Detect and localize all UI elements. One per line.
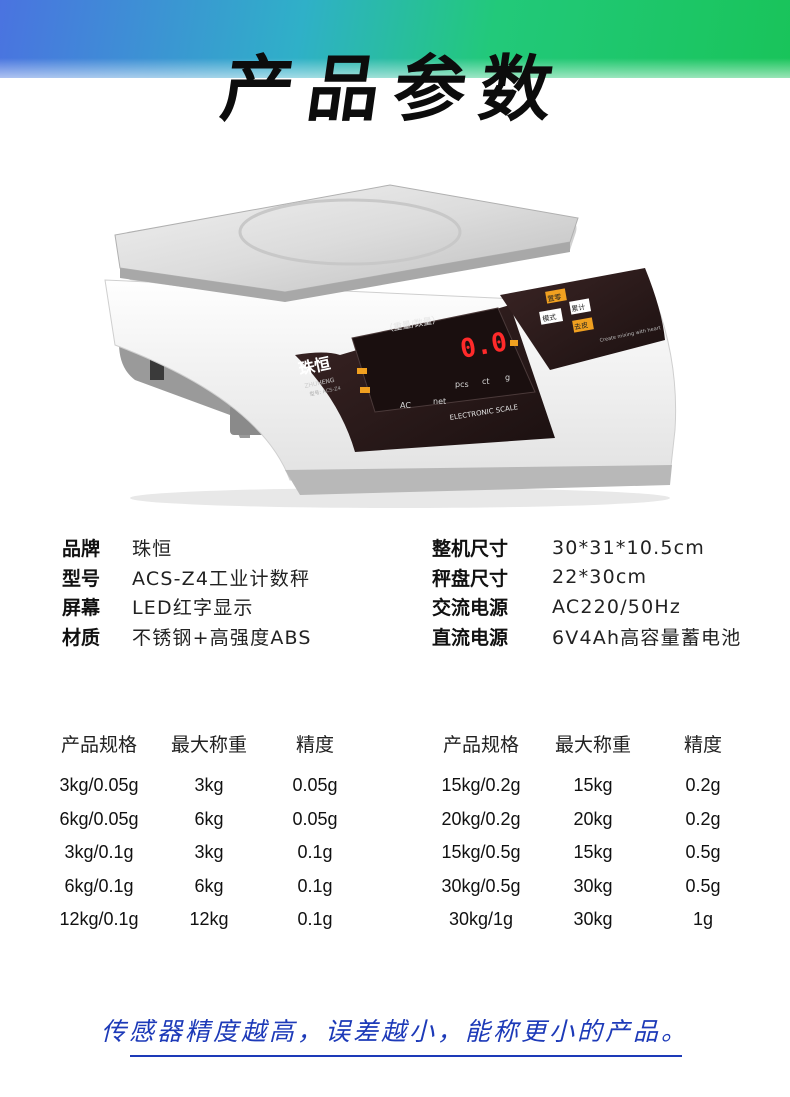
spec-row: 整机尺寸 30*31*10.5cm: [432, 533, 741, 563]
spec-column-right: 整机尺寸 30*31*10.5cm 秤盘尺寸 22*30cm 交流电源 AC22…: [432, 533, 741, 651]
table-row: 15kg/0.5g 15kg 0.5g: [425, 836, 757, 870]
cell-spec: 30kg/0.5g: [441, 875, 521, 896]
table-row: 30kg/0.5g 30kg 0.5g: [425, 870, 757, 904]
spec-row: 型号 ACS-Z4工业计数秤: [62, 563, 312, 593]
spec-value: AC220/50Hz: [552, 595, 682, 618]
spec-value: 6V4Ah高容量蓄电池: [552, 626, 742, 649]
spec-row: 秤盘尺寸 22*30cm: [432, 563, 741, 593]
cell-spec: 30kg/1g: [448, 909, 514, 930]
page-title: 产品参数: [216, 46, 573, 131]
table-row: 20kg/0.2g 20kg 0.2g: [425, 803, 757, 837]
cell-spec: 15kg/0.5g: [441, 842, 521, 863]
table-row: 6kg/0.05g 6kg 0.05g: [45, 803, 365, 837]
indicator-net: net: [433, 397, 446, 406]
spec-key: 品牌: [62, 538, 101, 561]
spec-value: 30*31*10.5cm: [552, 536, 706, 559]
spec-key: 交流电源: [432, 597, 509, 620]
cell-spec: 6kg/0.1g: [64, 875, 134, 896]
table-header: 产品规格 最大称重 精度: [425, 725, 757, 761]
cell-max-weight: 3kg: [194, 842, 224, 863]
header-max-weight: 最大称重: [170, 733, 247, 756]
cell-spec: 20kg/0.2g: [441, 808, 521, 829]
cell-max-weight: 6kg: [194, 808, 224, 829]
spec-key: 整机尺寸: [432, 538, 509, 561]
product-illustration: 0.0 AC net pcs ct g （重量/数量） ELECTRONIC S…: [100, 180, 680, 510]
key-zero: 置零: [547, 293, 562, 303]
slogan-underline: [130, 1055, 682, 1057]
indicator-ct: ct: [482, 377, 490, 386]
header-spec: 产品规格: [442, 733, 519, 756]
table-row: 3kg/0.1g 3kg 0.1g: [45, 836, 365, 870]
cell-spec: 15kg/0.2g: [441, 775, 521, 796]
cell-spec: 12kg/0.1g: [59, 909, 139, 930]
spec-key: 秤盘尺寸: [432, 567, 509, 590]
model-table-left: 产品规格 最大称重 精度 3kg/0.05g 3kg 0.05g 6kg/0.0…: [45, 725, 365, 937]
cell-max-weight: 12kg: [189, 909, 229, 930]
table-header: 产品规格 最大称重 精度: [45, 725, 365, 761]
spec-value: LED红字显示: [132, 597, 254, 620]
spec-key: 型号: [62, 567, 101, 590]
cell-precision: 0.2g: [685, 775, 721, 796]
cell-max-weight: 6kg: [194, 875, 224, 896]
spec-value: 不锈钢+高强度ABS: [132, 626, 312, 649]
table-row: 3kg/0.05g 3kg 0.05g: [45, 769, 365, 803]
table-row: 30kg/1g 30kg 1g: [425, 903, 757, 937]
spec-list: 品牌 珠恒 型号 ACS-Z4工业计数秤 屏幕 LED红字显示 材质 不锈钢+高…: [0, 533, 790, 663]
footer-slogan: 传感器精度越高，误差越小，能称更小的产品。: [100, 1017, 689, 1046]
cell-spec: 3kg/0.05g: [59, 775, 139, 796]
indicator-pcs: pcs: [455, 380, 469, 389]
table-row: 15kg/0.2g 15kg 0.2g: [425, 769, 757, 803]
cell-precision: 0.2g: [685, 808, 721, 829]
header-precision: 精度: [683, 733, 722, 756]
spec-row: 直流电源 6V4Ah高容量蓄电池: [432, 622, 741, 652]
cell-max-weight: 30kg: [573, 909, 613, 930]
cell-max-weight: 15kg: [573, 775, 613, 796]
indicator-ac: AC: [400, 401, 411, 410]
spec-value: 22*30cm: [552, 566, 648, 589]
cell-max-weight: 15kg: [573, 842, 613, 863]
key-tare: 去皮: [573, 320, 588, 331]
cell-precision: 0.1g: [297, 842, 333, 863]
spec-key: 屏幕: [62, 597, 101, 620]
cell-max-weight: 20kg: [573, 808, 613, 829]
spec-key: 直流电源: [432, 626, 509, 649]
cell-spec: 6kg/0.05g: [59, 808, 139, 829]
spec-value: ACS-Z4工业计数秤: [132, 567, 311, 590]
header-spec: 产品规格: [60, 733, 137, 756]
spec-row: 屏幕 LED红字显示: [62, 592, 312, 622]
cell-precision: 0.05g: [292, 775, 338, 796]
indicator-g: g: [505, 373, 510, 382]
spec-row: 交流电源 AC220/50Hz: [432, 592, 741, 622]
cell-max-weight: 3kg: [194, 775, 224, 796]
key-accumulate: 累计: [571, 302, 586, 313]
cell-max-weight: 30kg: [573, 875, 613, 896]
cell-precision: 0.05g: [292, 808, 338, 829]
scale-drawing: 0.0 AC net pcs ct g （重量/数量） ELECTRONIC S…: [104, 184, 677, 508]
model-table-right: 产品规格 最大称重 精度 15kg/0.2g 15kg 0.2g 20kg/0.…: [425, 725, 757, 937]
spec-row: 材质 不锈钢+高强度ABS: [62, 622, 312, 652]
spec-row: 品牌 珠恒: [62, 533, 312, 563]
header-max-weight: 最大称重: [554, 733, 631, 756]
cell-precision: 0.5g: [685, 842, 721, 863]
cell-spec: 3kg/0.1g: [64, 842, 134, 863]
spec-column-left: 品牌 珠恒 型号 ACS-Z4工业计数秤 屏幕 LED红字显示 材质 不锈钢+高…: [62, 533, 312, 651]
cell-precision: 0.5g: [685, 875, 721, 896]
cell-precision: 0.1g: [297, 875, 333, 896]
spec-value: 珠恒: [132, 538, 173, 561]
spec-key: 材质: [62, 626, 101, 649]
cell-precision: 1g: [692, 909, 714, 930]
key-mode: 模式: [542, 312, 557, 323]
table-row: 12kg/0.1g 12kg 0.1g: [45, 903, 365, 937]
header-precision: 精度: [295, 733, 334, 756]
header-fade: [0, 58, 790, 118]
table-row: 6kg/0.1g 6kg 0.1g: [45, 870, 365, 904]
cell-precision: 0.1g: [297, 909, 333, 930]
